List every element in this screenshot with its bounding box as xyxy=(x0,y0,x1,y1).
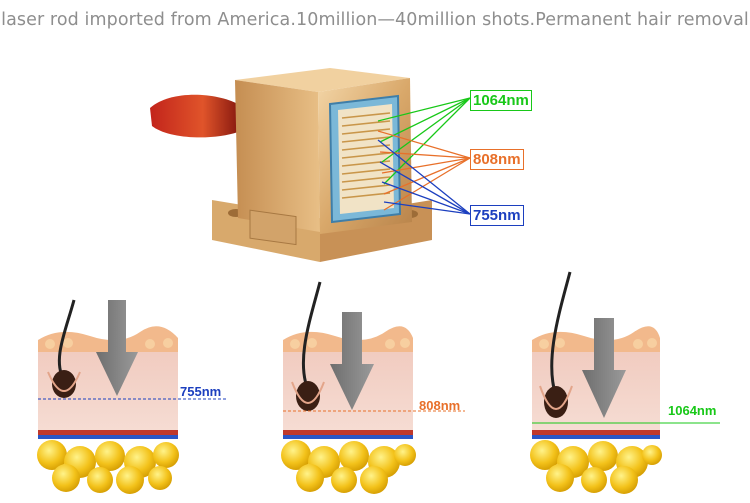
lines-1064 xyxy=(377,97,471,185)
depth-label-808: 808nm xyxy=(419,398,461,413)
label-755nm: 755nm xyxy=(470,205,524,226)
label-1064nm: 1064nm xyxy=(470,90,532,111)
depth-label-755: 755nm xyxy=(180,384,222,399)
cable-icon xyxy=(150,94,238,138)
skin-panel-1064 xyxy=(530,271,720,494)
headline: laser rod imported from America.10millio… xyxy=(1,10,749,30)
skin-panel-808 xyxy=(281,281,465,494)
label-808nm: 808nm xyxy=(470,149,524,170)
lines-755 xyxy=(377,139,471,215)
depth-label-1064: 1064nm xyxy=(668,403,717,418)
skin-panel-755 xyxy=(37,299,228,494)
laser-module xyxy=(150,68,432,262)
